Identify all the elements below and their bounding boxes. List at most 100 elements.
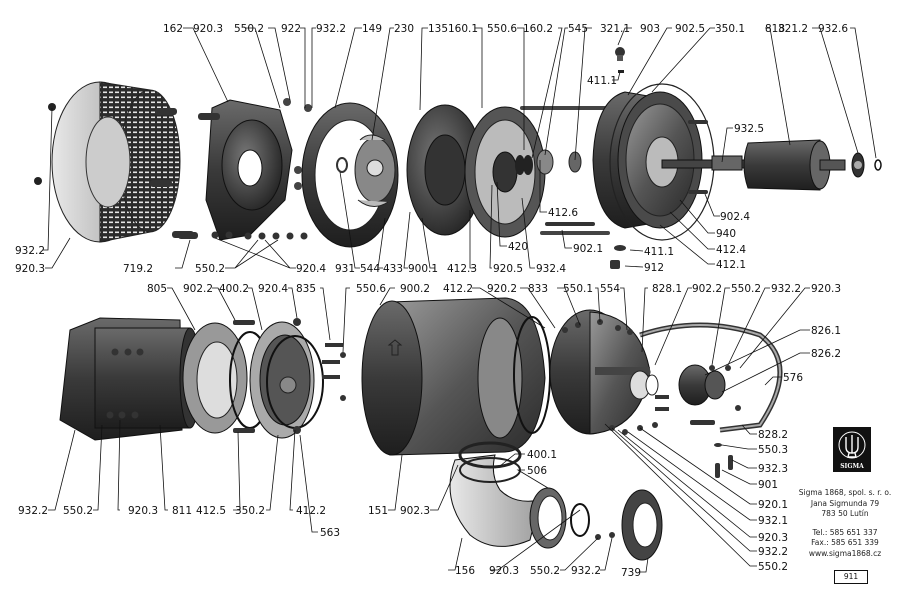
- suction-cover-part: [198, 98, 312, 241]
- part-label: 900.2: [400, 283, 430, 295]
- part-label: 902.5: [675, 23, 705, 35]
- part-label: 902.3: [400, 505, 430, 517]
- part-label: 818: [765, 23, 785, 35]
- part-label: 550.2: [234, 23, 264, 35]
- cable-part: [639, 322, 783, 478]
- part-label: 940: [716, 228, 736, 240]
- motor-housing-part: [59, 317, 346, 441]
- part-label: 828.2: [758, 429, 788, 441]
- company-tel: Tel.: 585 651 337: [812, 527, 878, 537]
- part-label: 550.2: [63, 505, 93, 517]
- part-label: 545: [568, 23, 588, 35]
- part-label: 160.1: [448, 23, 478, 35]
- page-number: 911: [834, 570, 868, 584]
- part-label: 932.6: [818, 23, 848, 35]
- part-label: 411.1: [587, 75, 617, 87]
- part-label: 151: [368, 505, 388, 517]
- part-label: 920.5: [493, 263, 523, 275]
- part-label: 932.2: [571, 565, 601, 577]
- part-label: 826.2: [811, 348, 841, 360]
- part-label: 149: [362, 23, 382, 35]
- part-label: 739: [621, 567, 641, 579]
- part-label: 230: [394, 23, 414, 35]
- part-label: 920.4: [258, 283, 288, 295]
- part-label: 350.1: [715, 23, 745, 35]
- part-label: 135: [428, 23, 448, 35]
- part-label: 412.6: [548, 207, 578, 219]
- company-info: Sigma 1868, spol. s. r. o. Jana Sigmunda…: [790, 488, 900, 559]
- part-label: 920.3: [128, 505, 158, 517]
- part-label: 550.3: [758, 444, 788, 456]
- part-label: 902.4: [720, 211, 750, 223]
- part-label: 920.2: [487, 283, 517, 295]
- part-label: 550.2: [530, 565, 560, 577]
- part-label: 554: [600, 283, 620, 295]
- part-label: 156: [455, 565, 475, 577]
- part-label: 576: [783, 372, 803, 384]
- company-street: Jana Sigmunda 79: [810, 498, 880, 508]
- company-city: 783 50 Lutín: [821, 509, 869, 518]
- part-label: 563: [320, 527, 340, 539]
- part-label: 550.6: [356, 283, 386, 295]
- part-label: 932.1: [758, 515, 788, 527]
- part-label: 902.2: [692, 283, 722, 295]
- sigma-logo: SIGMA: [833, 427, 871, 472]
- fasteners-upper: [178, 222, 626, 269]
- svg-text:SIGMA: SIGMA: [840, 463, 864, 470]
- part-label: 400.1: [527, 449, 557, 461]
- part-label: 932.2: [15, 245, 45, 257]
- part-label: 920.4: [296, 263, 326, 275]
- pump-casing-part: [361, 297, 659, 456]
- part-label: 412.5: [196, 505, 226, 517]
- part-label: 912: [644, 262, 664, 274]
- part-label: 412.4: [716, 244, 746, 256]
- part-label: 835: [296, 283, 316, 295]
- part-label: 932.3: [758, 463, 788, 475]
- leader-lines: [43, 27, 877, 573]
- part-label: 411.1: [644, 246, 674, 258]
- part-label: 920.3: [489, 565, 519, 577]
- impeller-housing-part: [301, 102, 399, 248]
- part-label: 544: [360, 263, 380, 275]
- part-label: 826.1: [811, 325, 841, 337]
- part-label: 162: [163, 23, 183, 35]
- part-label: 932.2: [758, 546, 788, 558]
- part-label: 902.1: [573, 243, 603, 255]
- part-label: 828.1: [652, 283, 682, 295]
- part-label: 420: [508, 241, 528, 253]
- strainer-part: [34, 81, 194, 243]
- part-label: 321.1: [600, 23, 630, 35]
- part-label: 902.2: [183, 283, 213, 295]
- part-label: 932.2: [771, 283, 801, 295]
- part-label: 350.2: [235, 505, 265, 517]
- part-label: 412.1: [716, 259, 746, 271]
- part-label: 903: [640, 23, 660, 35]
- part-label: 550.2: [195, 263, 225, 275]
- part-label: 920.3: [758, 532, 788, 544]
- part-label: 400.2: [219, 283, 249, 295]
- part-label: 920.3: [15, 263, 45, 275]
- part-label: 932.4: [536, 263, 566, 275]
- intermediate-casing-part: [406, 104, 582, 238]
- sigma-trident-logo-icon: SIGMA: [838, 431, 866, 470]
- part-label: 900.1: [408, 263, 438, 275]
- company-web: www.sigma1868.cz: [808, 548, 882, 558]
- part-label: 719.2: [123, 263, 153, 275]
- part-label: 412.3: [447, 263, 477, 275]
- part-labels: 162 920.3 550.2 922 932.2 149 230 135 16…: [15, 23, 848, 579]
- part-label: 412.2: [296, 505, 326, 517]
- company-name: Sigma 1868, spol. s. r. o.: [798, 488, 892, 497]
- part-label: 550.2: [758, 561, 788, 573]
- part-label: 833: [528, 283, 548, 295]
- rotor-shaft-part: [661, 139, 882, 191]
- part-label: 160.2: [523, 23, 553, 35]
- part-label: 920.3: [811, 283, 841, 295]
- company-fax: Fax.: 585 651 339: [811, 538, 879, 547]
- part-label: 805: [147, 283, 167, 295]
- part-label: 433: [383, 263, 403, 275]
- part-label: 920.3: [193, 23, 223, 35]
- part-label: 811: [172, 505, 192, 517]
- discharge-elbow-part: [449, 441, 663, 561]
- part-label: 922: [281, 23, 301, 35]
